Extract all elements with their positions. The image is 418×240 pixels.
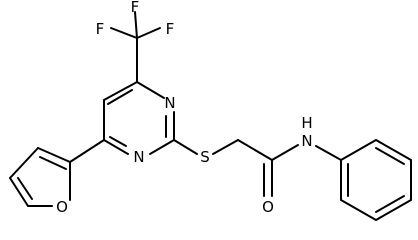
bond [103,81,138,101]
bond [212,139,239,155]
bond [315,145,342,161]
furan-ring [9,139,105,207]
bond [271,144,299,161]
atom-labels: F F F N N S N H O O [56,0,313,216]
fluorine-label: F [131,0,140,16]
structure-diagram: F F F N N S N H O O [9,0,412,221]
bond [107,89,133,105]
bond [136,27,161,39]
bond [375,147,405,165]
bond [37,147,71,163]
bond [109,136,127,147]
bond [340,199,377,221]
trifluoromethyl-group [110,11,161,83]
furan-oxygen-label: O [56,198,68,216]
carbonyl-oxygen-label: O [262,198,274,216]
molecule-drawing: F F F N N S N H O O [9,0,412,221]
bond [9,147,39,179]
bond [173,139,198,155]
bond [9,177,29,207]
bond [110,27,138,39]
thioacetamide-chain [173,139,342,197]
sulfur-label: S [200,148,210,166]
bond [39,156,67,170]
bond [375,199,412,221]
amide-hydrogen-label: H [301,114,312,132]
bond [136,81,165,99]
bond [17,177,33,200]
pyrimidine-nitrogen-label: N [164,94,175,112]
pyrimidine-ring [103,81,175,155]
fluorine-label: F [96,20,105,38]
bond [103,139,129,155]
bond [340,139,377,161]
fluorine-label: F [166,20,175,38]
bond [149,139,175,155]
amide-nitrogen-label: N [301,132,312,150]
bond [375,195,405,213]
bond [237,139,273,161]
pyrimidine-nitrogen-label: N [133,148,144,166]
bond [375,139,412,161]
bond [134,11,138,39]
bond [69,139,105,163]
phenyl-ring [340,139,412,221]
